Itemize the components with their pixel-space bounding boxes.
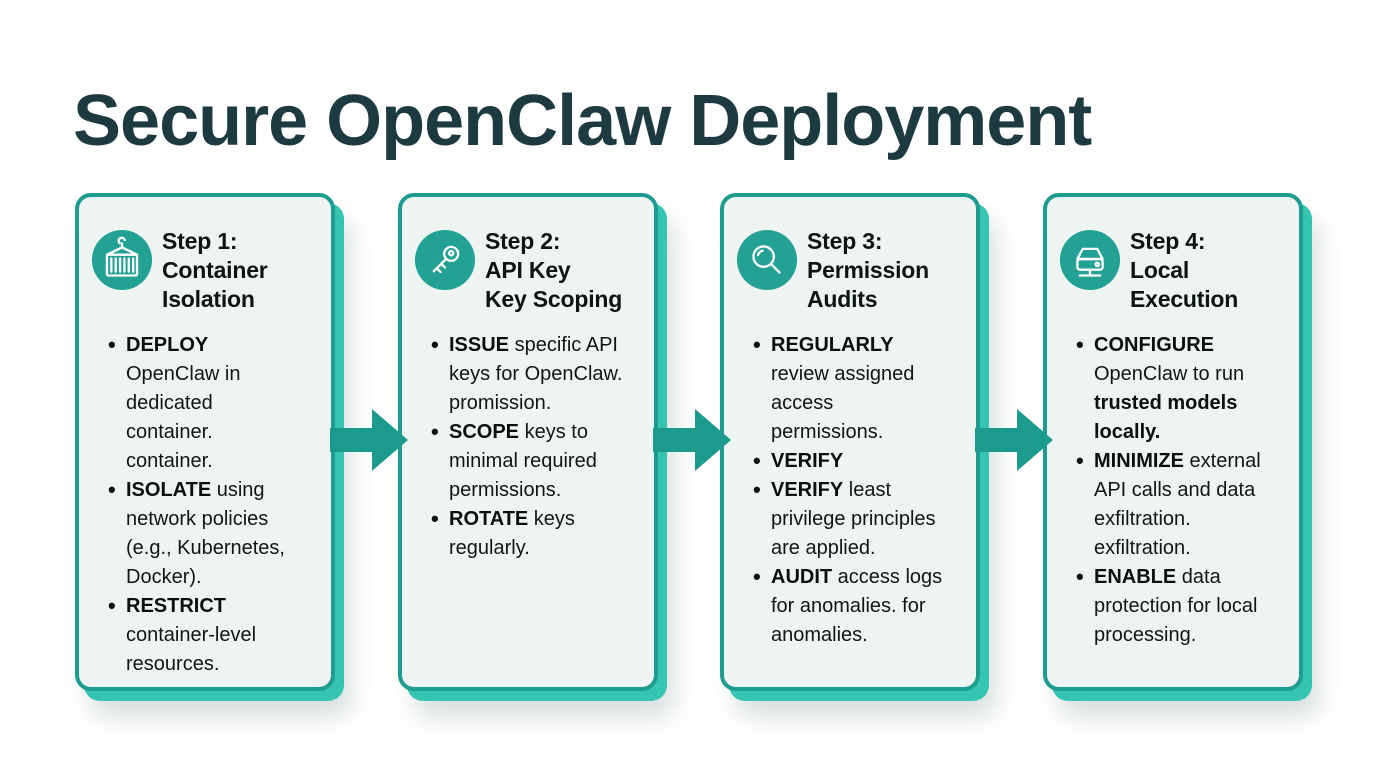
bullet-item: VERIFY least privilege principles are ap… <box>752 475 958 563</box>
bullet-item: SCOPE keys to minimal required permissio… <box>430 417 636 505</box>
step-4-bullets: CONFIGURE OpenClaw to run trusted models… <box>1075 330 1299 650</box>
step-4-header: Step 4: Local Execution <box>1047 197 1299 314</box>
computer-icon <box>1059 229 1121 291</box>
arrow-right-icon <box>975 409 1053 471</box>
bullet-item: ISSUE specific API keys for OpenClaw. pr… <box>430 330 636 418</box>
arrow-right-icon <box>330 409 408 471</box>
bullet-item: AUDIT access logs for anomalies. for ano… <box>752 562 958 650</box>
bullet-item: MINIMIZE external API calls and data exf… <box>1075 446 1281 563</box>
step-card-4: Step 4: Local Execution CONFIGURE OpenCl… <box>1043 193 1303 691</box>
step-2-bullets: ISSUE specific API keys for OpenClaw. pr… <box>430 330 654 563</box>
step-2-title: Step 2: API Key Key Scoping <box>485 228 623 312</box>
step-card-2: Step 2: API Key Key Scoping ISSUE specif… <box>398 193 658 691</box>
bullet-item: DEPLOY OpenClaw in dedicated container. … <box>107 330 313 476</box>
step-card-3: Step 3: Permission Audits REGULARLY revi… <box>720 193 980 691</box>
step-2-header: Step 2: API Key Key Scoping <box>402 197 654 314</box>
step-card-1: Step 1: Container Isolation DEPLOY OpenC… <box>75 193 335 691</box>
page-title: Secure OpenClaw Deployment <box>73 81 1092 161</box>
step-3-title: Step 3: Permission Audits <box>807 228 929 312</box>
bullet-item: ROTATE keys regularly. <box>430 504 636 563</box>
bullet-item: VERIFY <box>752 446 958 476</box>
key-icon <box>414 229 476 291</box>
magnifier-icon <box>736 229 798 291</box>
container-icon <box>91 229 153 291</box>
bullet-item: ENABLE data protection for local process… <box>1075 562 1281 650</box>
bullet-item: REGULARLY review assigned access permiss… <box>752 330 958 447</box>
step-1-title: Step 1: Container Isolation <box>162 228 268 312</box>
step-4-title: Step 4: Local Execution <box>1130 228 1239 312</box>
step-3-bullets: REGULARLY review assigned access permiss… <box>752 330 976 650</box>
step-1-bullets: DEPLOY OpenClaw in dedicated container. … <box>107 330 331 679</box>
bullet-item: RESTRICT container-level resources. <box>107 591 313 679</box>
step-3-header: Step 3: Permission Audits <box>724 197 976 314</box>
arrow-right-icon <box>653 409 731 471</box>
bullet-item: CONFIGURE OpenClaw to run trusted models… <box>1075 330 1281 447</box>
step-1-header: Step 1: Container Isolation <box>79 197 331 314</box>
bullet-item: ISOLATE using network policies (e.g., Ku… <box>107 475 313 592</box>
